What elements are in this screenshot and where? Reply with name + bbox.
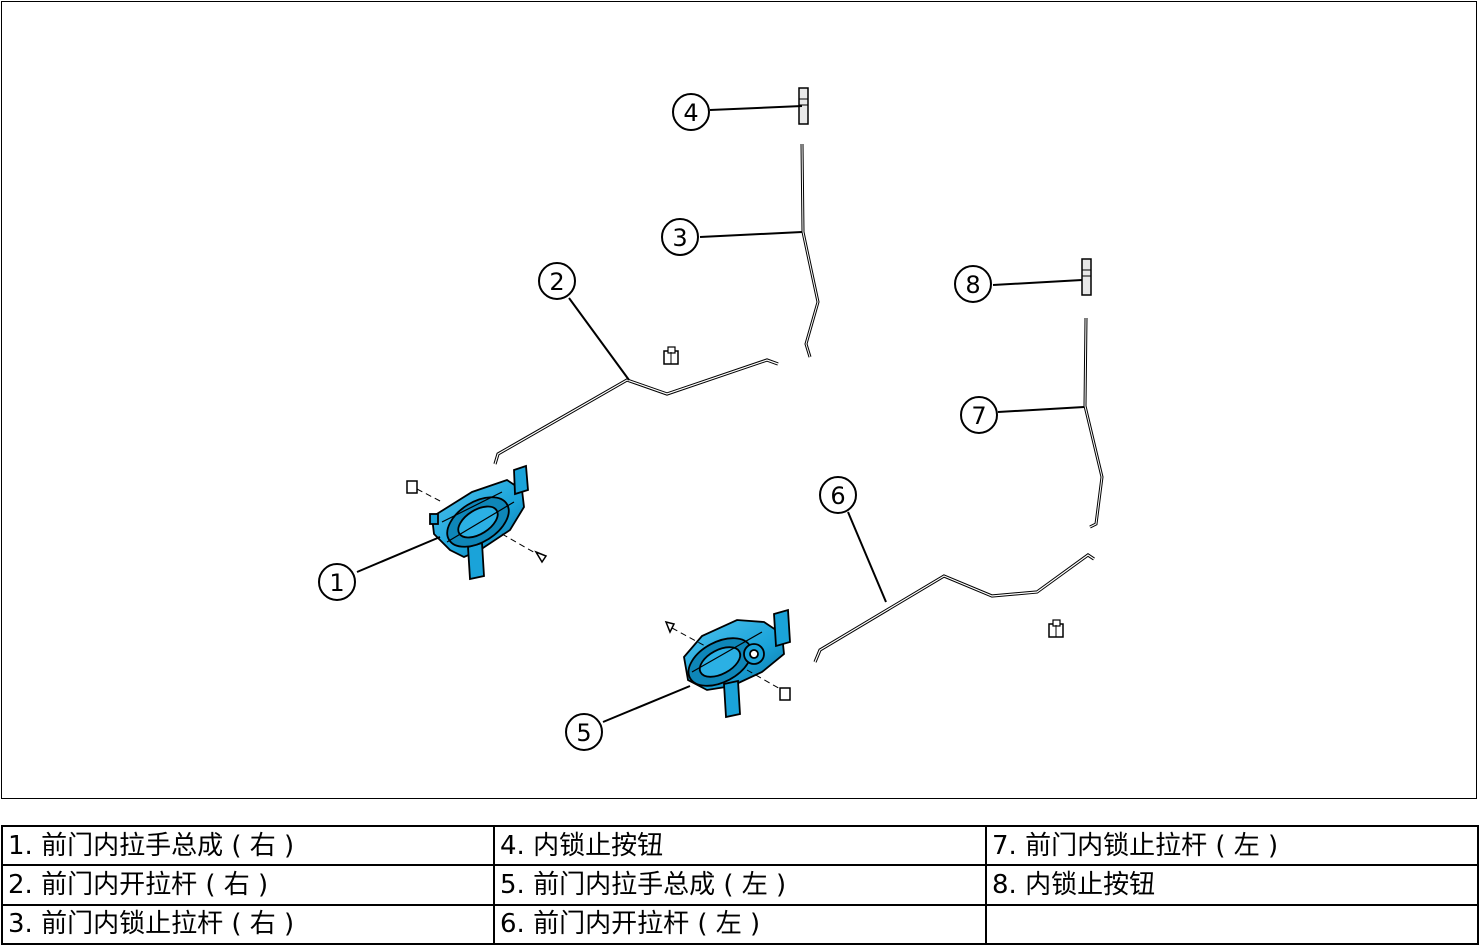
inner-handle-assembly-left (683, 608, 791, 719)
legend-cell-3: 3. 前门内锁止拉杆 ( 右 ) (1, 903, 495, 946)
diagram-frame: 1 2 3 4 5 6 7 8 (1, 1, 1477, 799)
callout-4: 4 (672, 93, 710, 131)
clip-right (663, 346, 679, 365)
svg-text:1: 1 (329, 569, 344, 597)
legend-row: 3. 前门内锁止拉杆 ( 右 ) 6. 前门内开拉杆 ( 左 ) (1, 903, 1479, 946)
legend-row: 1. 前门内拉手总成 ( 右 ) 4. 内锁止按钮 7. 前门内锁止拉杆 ( 左… (1, 824, 1479, 867)
callout-6: 6 (819, 476, 857, 514)
legend-cell-6: 6. 前门内开拉杆 ( 左 ) (493, 903, 987, 946)
legend-cell-4: 4. 内锁止按钮 (493, 824, 987, 867)
fasteners-right (406, 480, 548, 564)
svg-text:4: 4 (683, 99, 698, 127)
legend-cell-7: 7. 前门内锁止拉杆 ( 左 ) (985, 824, 1479, 867)
svg-text:3: 3 (672, 224, 687, 252)
svg-text:6: 6 (830, 482, 845, 510)
parts-diagram: 1 2 3 4 5 6 7 8 (318, 87, 1104, 751)
inner-open-rod-left (813, 553, 1095, 663)
leader-lines (356, 105, 1085, 723)
callout-7: 7 (960, 396, 998, 434)
legend-cell-empty (985, 903, 1479, 946)
callout-3: 3 (661, 218, 699, 256)
svg-text:2: 2 (549, 268, 564, 296)
callout-2: 2 (538, 262, 576, 300)
callout-8: 8 (954, 265, 992, 303)
lock-rod-right (800, 143, 820, 358)
callout-5: 5 (565, 713, 603, 751)
legend-cell-2: 2. 前门内开拉杆 ( 右 ) (1, 864, 495, 906)
inner-handle-assembly-right (429, 464, 529, 581)
lock-button-left (1081, 258, 1092, 296)
inner-open-rod-right (493, 358, 779, 465)
legend-row: 2. 前门内开拉杆 ( 右 ) 5. 前门内拉手总成 ( 左 ) 8. 内锁止按… (1, 864, 1479, 906)
lock-rod-left (1083, 317, 1104, 529)
parts-legend-table: 1. 前门内拉手总成 ( 右 ) 4. 内锁止按钮 7. 前门内锁止拉杆 ( 左… (1, 824, 1479, 946)
legend-cell-5: 5. 前门内拉手总成 ( 左 ) (493, 864, 987, 906)
callout-1: 1 (318, 563, 356, 601)
legend-cell-1: 1. 前门内拉手总成 ( 右 ) (1, 824, 495, 867)
svg-text:5: 5 (576, 719, 591, 747)
svg-text:7: 7 (971, 402, 986, 430)
svg-text:8: 8 (965, 271, 980, 299)
legend-cell-8: 8. 内锁止按钮 (985, 864, 1479, 906)
clip-left (1048, 619, 1064, 638)
fasteners-left (664, 620, 791, 701)
